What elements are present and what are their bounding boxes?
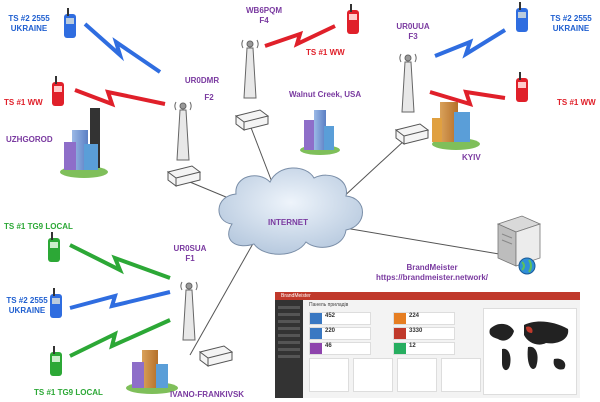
dashboard-tile: 12 xyxy=(393,342,455,355)
ts2-mid-left-line2: UKRAINE xyxy=(8,306,46,315)
dashboard-tile-value: 224 xyxy=(409,313,420,319)
dashboard-gauge xyxy=(309,358,349,392)
uzhgorod-label: UZHGOROD xyxy=(6,135,53,144)
ts1-left-label: TS #1 WW xyxy=(4,98,43,107)
server-name: BrandMeister xyxy=(406,263,458,272)
server-url: https://brandmeister.network/ xyxy=(375,273,489,282)
city-buildings-icon xyxy=(60,102,480,394)
dashboard-sidebar xyxy=(275,300,303,398)
dashboard-tile-value: 220 xyxy=(325,328,336,334)
dashboard-tile: 224 xyxy=(393,312,455,325)
server-label: BrandMeister https://brandmeister.networ… xyxy=(362,263,502,283)
ts2-mid-left-label: TS #2 2555 UKRAINE xyxy=(0,296,54,316)
dashboard-tile-value: 12 xyxy=(409,343,416,349)
dashboard-tile: 220 xyxy=(309,327,371,340)
ts2-top-right-line1: TS #2 2555 xyxy=(550,14,592,23)
ts1-local-top-label: TS #1 TG9 LOCAL xyxy=(4,222,73,231)
dashboard-tile: 3330 xyxy=(393,327,455,340)
server-icon xyxy=(496,215,542,267)
dashboard-topbar: BrandMeister xyxy=(275,292,580,300)
repeater-box-icon xyxy=(166,109,430,367)
dashboard-gauge xyxy=(353,358,393,392)
dashboard-tile-value: 3330 xyxy=(409,328,423,334)
dashboard-sidebar-item xyxy=(278,313,300,316)
ts2-top-right-label: TS #2 2555 UKRAINE xyxy=(544,14,598,34)
lightning-link-icon xyxy=(69,22,507,358)
internet-label: INTERNET xyxy=(268,218,308,227)
dashboard-sidebar-item xyxy=(278,355,300,358)
antenna-tower-icon xyxy=(174,39,417,341)
dashboard-sidebar-item xyxy=(278,348,300,351)
node-f1-label: UR0SUA F1 xyxy=(172,244,208,264)
ts2-mid-left-line1: TS #2 2555 xyxy=(6,296,48,305)
dashboard-tile: 46 xyxy=(309,342,371,355)
dashboard-tile-value: 452 xyxy=(325,313,336,319)
ts1-local-bottom-label: TS #1 TG9 LOCAL xyxy=(34,388,103,397)
node-f2-id: F2 xyxy=(204,93,214,102)
ts2-top-right-line2: UKRAINE xyxy=(552,24,590,33)
dashboard-world-map xyxy=(483,308,577,395)
node-f1-callsign: UR0SUA xyxy=(173,244,207,253)
node-f3-label: UR0UUA F3 xyxy=(395,22,431,42)
dashboard-heading: Панель приладів xyxy=(309,302,349,308)
dashboard-tile-value: 46 xyxy=(325,343,332,349)
radio-icon xyxy=(48,2,528,376)
walnut-creek-label: Walnut Creek, USA xyxy=(289,90,362,99)
node-f4-id: F4 xyxy=(259,16,269,25)
kyiv-label: KYIV xyxy=(462,153,481,162)
node-f2-callsign: UR0DMR xyxy=(184,76,220,85)
ts2-top-left-label: TS #2 2555 UKRAINE xyxy=(4,14,54,34)
dashboard-sidebar-item xyxy=(278,306,300,309)
dashboard-sidebar-item xyxy=(278,327,300,330)
brandmeister-dashboard-thumbnail: BrandMeister Панель приладів 452 224 220… xyxy=(275,292,580,398)
dashboard-brand: BrandMeister xyxy=(281,293,311,299)
globe-icon xyxy=(518,257,536,275)
dashboard-main: Панель приладів 452 224 220 3330 46 12 xyxy=(303,300,580,398)
dashboard-sidebar-item xyxy=(278,341,300,344)
dashboard-tile: 452 xyxy=(309,312,371,325)
node-f3-callsign: UR0UUA xyxy=(396,22,430,31)
dashboard-sidebar-item xyxy=(278,334,300,337)
node-f2-label: UR0DMR F2 xyxy=(182,76,222,103)
node-f3-id: F3 xyxy=(408,32,418,41)
node-f4-callsign: WB6PQM xyxy=(246,6,282,15)
ts1-f4-label: TS #1 WW xyxy=(306,48,345,57)
node-f4-label: WB6PQM F4 xyxy=(244,6,284,26)
node-f1-id: F1 xyxy=(185,254,195,263)
dashboard-sidebar-item xyxy=(278,320,300,323)
ts2-top-left-line2: UKRAINE xyxy=(10,24,48,33)
dashboard-gauge xyxy=(397,358,437,392)
ts2-top-left-line1: TS #2 2555 xyxy=(8,14,50,23)
dashboard-gauge xyxy=(441,358,481,392)
ivano-frankivsk-label: IVANO-FRANKIVSK xyxy=(170,390,245,399)
ts1-right-label: TS #1 WW xyxy=(557,98,596,107)
world-map-icon xyxy=(489,321,569,371)
cloud-icon xyxy=(218,167,363,255)
